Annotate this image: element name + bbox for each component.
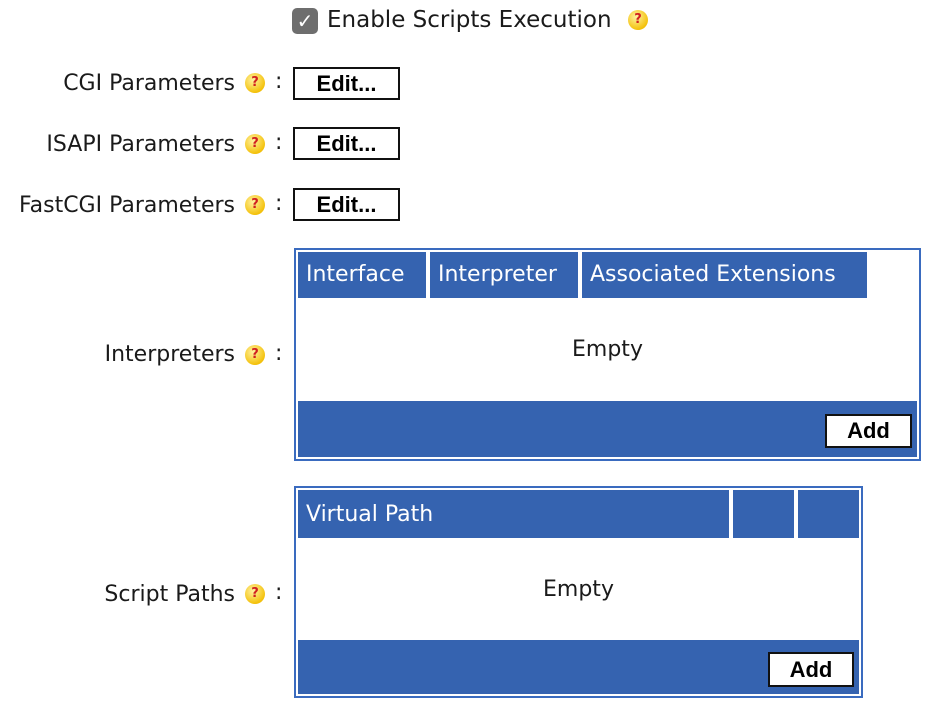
- help-icon[interactable]: ?: [245, 134, 265, 154]
- colon: :: [275, 130, 283, 155]
- enable-scripts-label: Enable Scripts Execution: [327, 7, 612, 33]
- column-header-delete: [798, 490, 859, 538]
- empty-message: Empty: [543, 577, 614, 602]
- colon: :: [275, 191, 283, 216]
- help-icon[interactable]: ?: [245, 584, 265, 604]
- isapi-edit-button[interactable]: Edit...: [293, 127, 400, 160]
- help-icon[interactable]: ?: [245, 345, 265, 365]
- grid-footer: [298, 640, 859, 694]
- cgi-edit-button[interactable]: Edit...: [293, 67, 400, 100]
- empty-message: Empty: [572, 337, 643, 362]
- add-script-path-button[interactable]: Add: [768, 652, 854, 687]
- column-header-edit: [733, 490, 794, 538]
- script-paths-label: Script Paths: [104, 582, 235, 607]
- cgi-parameters-label: CGI Parameters: [63, 71, 235, 96]
- interpreters-label: Interpreters: [104, 342, 235, 367]
- grid-footer: [298, 401, 917, 457]
- column-header-interface[interactable]: Interface: [298, 252, 426, 298]
- help-icon[interactable]: ?: [628, 10, 648, 30]
- help-icon[interactable]: ?: [245, 195, 265, 215]
- column-header-interpreter[interactable]: Interpreter: [430, 252, 578, 298]
- help-icon[interactable]: ?: [245, 73, 265, 93]
- colon: :: [275, 580, 283, 605]
- add-interpreter-button[interactable]: Add: [825, 414, 912, 448]
- isapi-parameters-label: ISAPI Parameters: [46, 132, 235, 157]
- colon: :: [275, 69, 283, 94]
- column-header-virtual-path[interactable]: Virtual Path: [298, 490, 729, 538]
- enable-scripts-checkbox[interactable]: ✓: [292, 8, 318, 34]
- column-header-associated-extensions[interactable]: Associated Extensions: [582, 252, 867, 298]
- fastcgi-edit-button[interactable]: Edit...: [293, 188, 400, 221]
- fastcgi-parameters-label: FastCGI Parameters: [18, 193, 235, 218]
- colon: :: [275, 341, 283, 366]
